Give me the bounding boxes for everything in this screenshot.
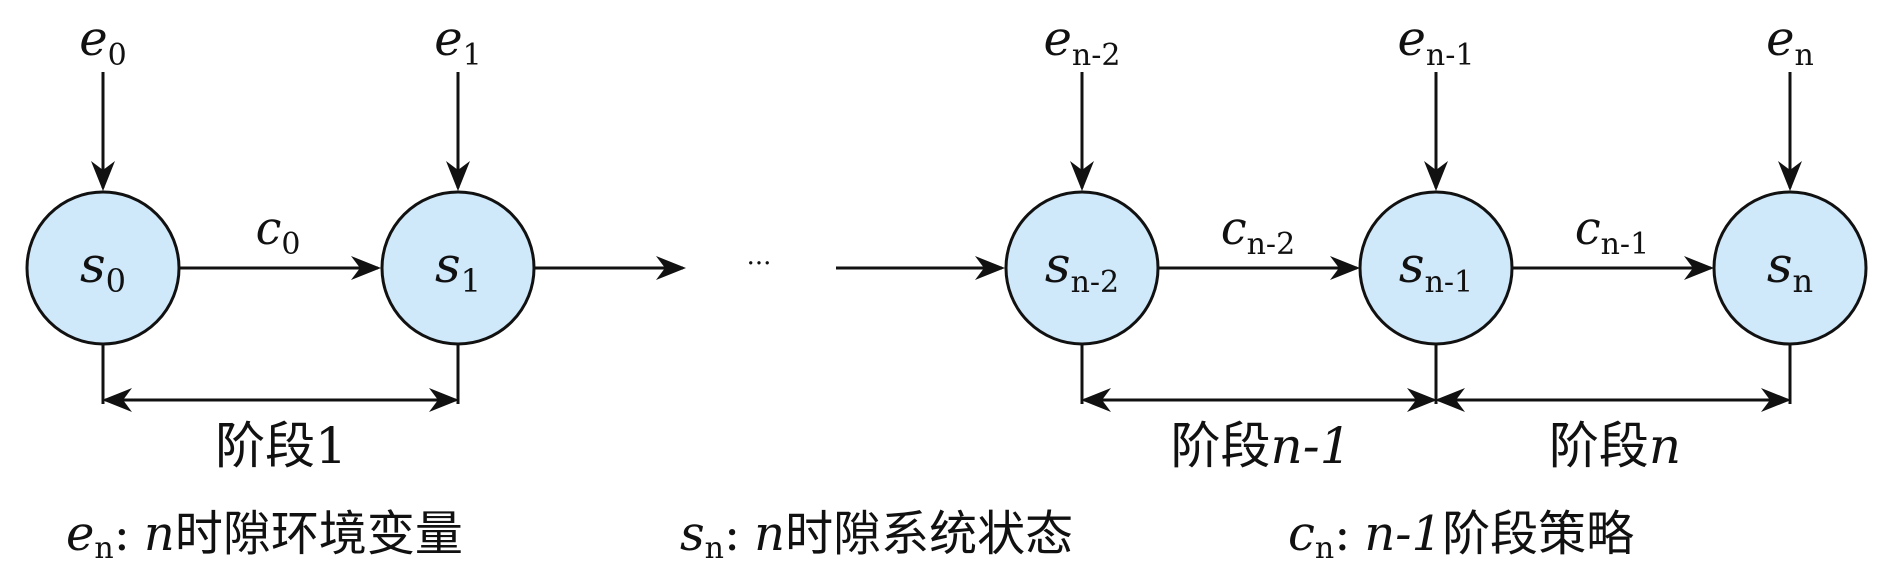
node-label-sn: sn	[1767, 236, 1813, 300]
ellipsis: ···	[747, 249, 772, 279]
legend-item-c: cn:n-1阶段策略	[1288, 506, 1634, 566]
node-label-sn-1: sn-1	[1399, 236, 1473, 300]
legend-item-s: sn:n时隙系统状态	[680, 506, 1073, 566]
input-label-en-1: en-1	[1398, 11, 1475, 73]
input-label-e0: e0	[79, 11, 127, 73]
stage-label-n: 阶段n	[1549, 417, 1681, 475]
node-label-sn-2: sn-2	[1045, 236, 1119, 300]
stage-label-1: 阶段1	[215, 417, 347, 475]
edge-label-cn-1: cn-1	[1575, 201, 1649, 262]
edge-label-c0: c0	[256, 201, 301, 262]
legend-item-e: en:n时隙环境变量	[66, 506, 463, 566]
input-label-e1: e1	[434, 11, 482, 73]
node-label-s1: s1	[435, 236, 481, 300]
input-label-en: en	[1766, 11, 1814, 73]
input-label-en-2: en-2	[1044, 11, 1121, 73]
edge-label-cn-2: cn-2	[1221, 201, 1295, 262]
stage-label-n-1: 阶段n-1	[1171, 417, 1352, 475]
node-label-s0: s0	[80, 236, 126, 300]
